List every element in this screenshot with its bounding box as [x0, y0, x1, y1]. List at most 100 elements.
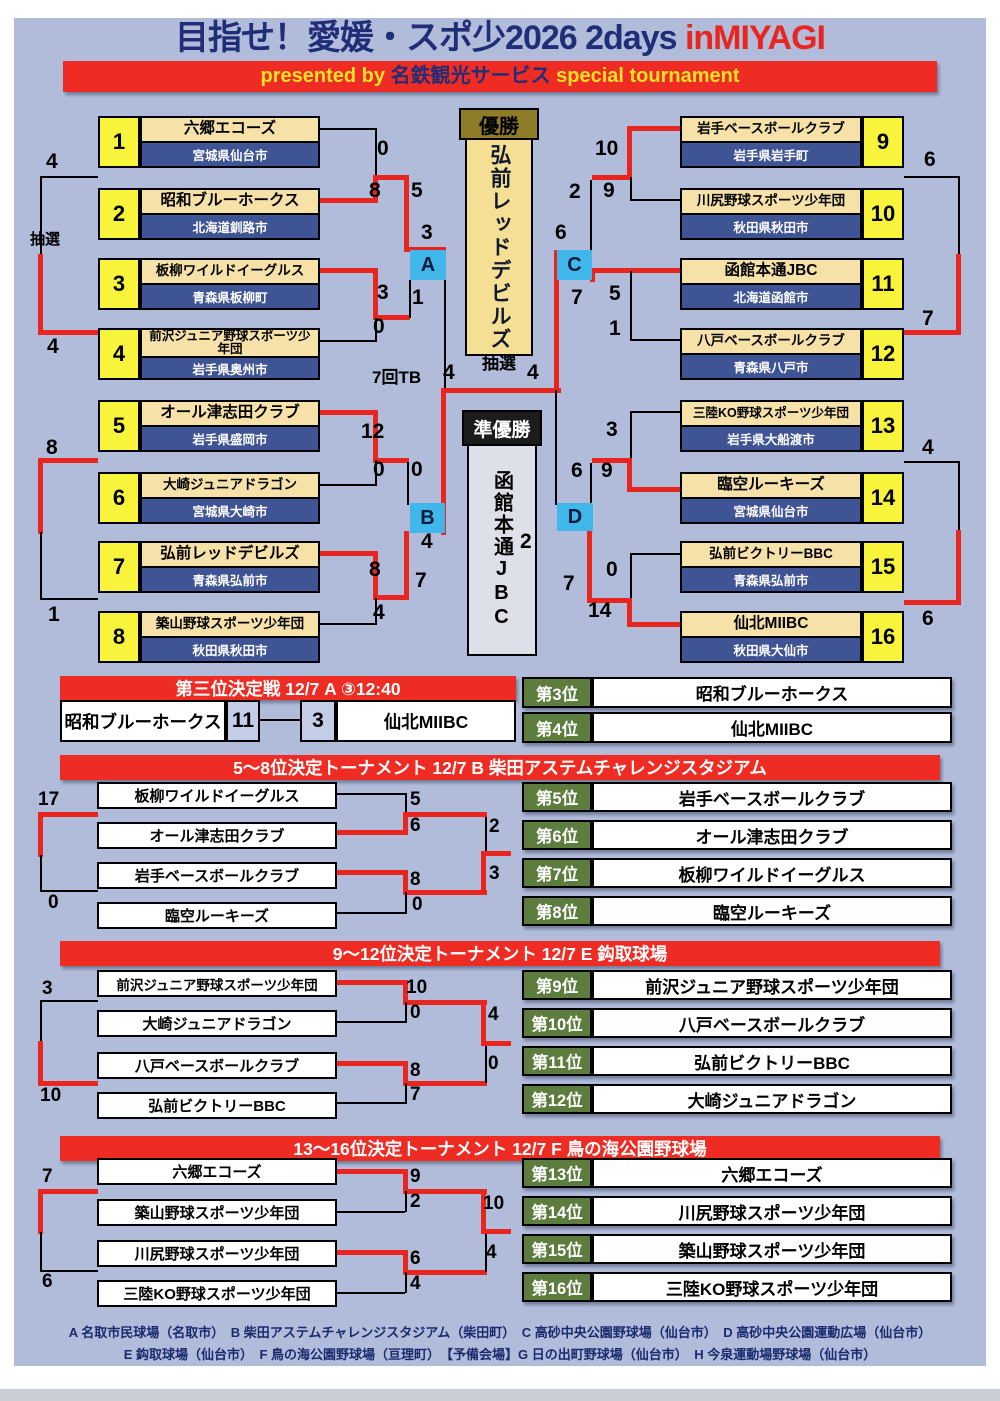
winner-line	[587, 531, 592, 603]
bracket-line	[337, 912, 405, 914]
rank-label: 第6位	[522, 820, 592, 850]
winner-line	[403, 1250, 408, 1275]
team-name: オール津志田クラブ	[160, 404, 300, 422]
bracket-line	[375, 128, 377, 178]
winner-line	[38, 812, 43, 857]
winner-line	[38, 812, 98, 817]
winner-line	[554, 250, 559, 393]
rank-team-cell: 六郷エコーズ	[592, 1158, 952, 1188]
champion-header: 優勝	[459, 108, 539, 140]
team-name: 川尻野球スポーツ少年団	[696, 193, 846, 209]
bottom-bar	[0, 1389, 1000, 1401]
winner-line	[38, 458, 43, 534]
score-label: 2	[520, 530, 532, 553]
bracket-line	[630, 339, 682, 341]
bracket-line	[409, 280, 411, 318]
consolation-team-box: 臨空ルーキーズ	[97, 902, 337, 929]
winner-line	[38, 1081, 98, 1086]
score-label: 4	[527, 361, 539, 384]
score-label: 5	[411, 179, 423, 202]
banner-pre: presented by	[260, 65, 391, 87]
winner-line	[337, 870, 405, 875]
score-label: 6	[571, 459, 583, 482]
section-9-12-header: 9～12位決定トーナメント 12/7 E 鈎取球場	[60, 941, 940, 966]
bracket-line	[405, 892, 407, 914]
bracket-line	[40, 1000, 98, 1002]
consolation-team-box: 大崎ジュニアドラゴン	[97, 1010, 337, 1037]
winner-line	[38, 1041, 43, 1086]
score-label: 4	[488, 1004, 499, 1025]
score-label: 2	[410, 1191, 421, 1212]
score-label: 7	[42, 1166, 53, 1187]
team-box: 川尻野球スポーツ少年団秋田県秋田市	[680, 188, 862, 240]
third-place-right-team: 仙北MIIBC	[336, 700, 516, 742]
rank-team-cell: 川尻野球スポーツ少年団	[592, 1196, 952, 1226]
team-region: 秋田県秋田市	[142, 636, 318, 661]
team-name: 八戸ベースボールクラブ	[697, 333, 845, 349]
seed-number: 16	[862, 611, 904, 663]
winner-line	[481, 851, 511, 856]
consolation-team-box: オール津志田クラブ	[97, 822, 337, 849]
winner-line	[481, 1229, 511, 1234]
team-name: 大崎ジュニアドラゴン	[162, 477, 298, 493]
winner-line	[590, 268, 595, 282]
consolation-lottery-note: 抽選	[30, 231, 61, 248]
score-label: 7	[571, 286, 583, 309]
team-name: 岩手ベースボールクラブ	[697, 121, 845, 137]
winner-line	[627, 268, 682, 273]
bracket-line	[630, 553, 682, 555]
winner-line	[403, 1169, 408, 1194]
winner-line	[481, 1041, 511, 1046]
team-name: 仙北MIIBC	[733, 615, 809, 633]
score-label: 7	[410, 1084, 421, 1105]
winner-line	[38, 330, 98, 335]
rank-label: 第16位	[522, 1272, 592, 1302]
seed-number: 10	[862, 188, 904, 240]
bracket-line	[40, 176, 42, 256]
team-box: 昭和ブルーホークス北海道釧路市	[140, 188, 320, 240]
score-label: 10	[595, 137, 619, 160]
bracket-line	[405, 1083, 407, 1104]
banner-brand: 名鉄観光サービス	[390, 65, 551, 87]
bracket-line	[40, 176, 98, 178]
bracket-line	[40, 598, 98, 600]
winner-line	[373, 175, 409, 180]
score-label: 8	[46, 436, 58, 459]
consolation-team-box: 板柳ワイルドイーグルス	[97, 782, 337, 809]
bracket-line	[337, 1292, 405, 1294]
winner-line	[337, 980, 405, 985]
winner-line	[320, 410, 375, 415]
seed-number: 15	[862, 541, 904, 593]
team-name: 函館本通JBC	[724, 262, 818, 280]
score-label: 6	[42, 1271, 53, 1292]
bracket-line	[904, 176, 960, 178]
score-label: 12	[361, 420, 385, 443]
score-label: 0	[410, 1002, 421, 1023]
winner-line	[956, 254, 961, 335]
seed-number: 7	[98, 541, 140, 593]
winner-line	[441, 388, 561, 393]
score-label: 7	[415, 569, 427, 592]
team-region: 岩手県大船渡市	[682, 425, 860, 450]
seed-number: 2	[98, 188, 140, 240]
winner-line	[627, 622, 682, 627]
section-5-8-header: 5～8位決定トーナメント 12/7 B 柴田アステムチャレンジスタジアム	[60, 755, 940, 780]
winner-line	[38, 254, 43, 335]
consolation-team-box: 前沢ジュニア野球スポーツ少年団	[97, 970, 337, 997]
score-label: 7	[563, 572, 575, 595]
score-label: 0	[48, 892, 59, 913]
score-label: 1	[609, 317, 621, 340]
score-label: 9	[601, 459, 613, 482]
rank-team-cell: 築山野球スポーツ少年団	[592, 1234, 952, 1264]
rank-label: 第13位	[522, 1158, 592, 1188]
bracket-line	[958, 461, 960, 532]
rank-team-cell: 昭和ブルーホークス	[592, 677, 952, 708]
bracket-line	[40, 1000, 42, 1044]
presenter-banner: presented by 名鉄観光サービス special tournament	[63, 61, 937, 92]
venue-b-box: B	[410, 503, 445, 533]
winner-line	[627, 487, 682, 492]
venue-list-line2: E 鈎取球場（仙台市） F 鳥の海公園野球場（亘理町） 【予備会場】G 日の出町…	[123, 1347, 877, 1362]
bracket-line	[40, 855, 42, 892]
